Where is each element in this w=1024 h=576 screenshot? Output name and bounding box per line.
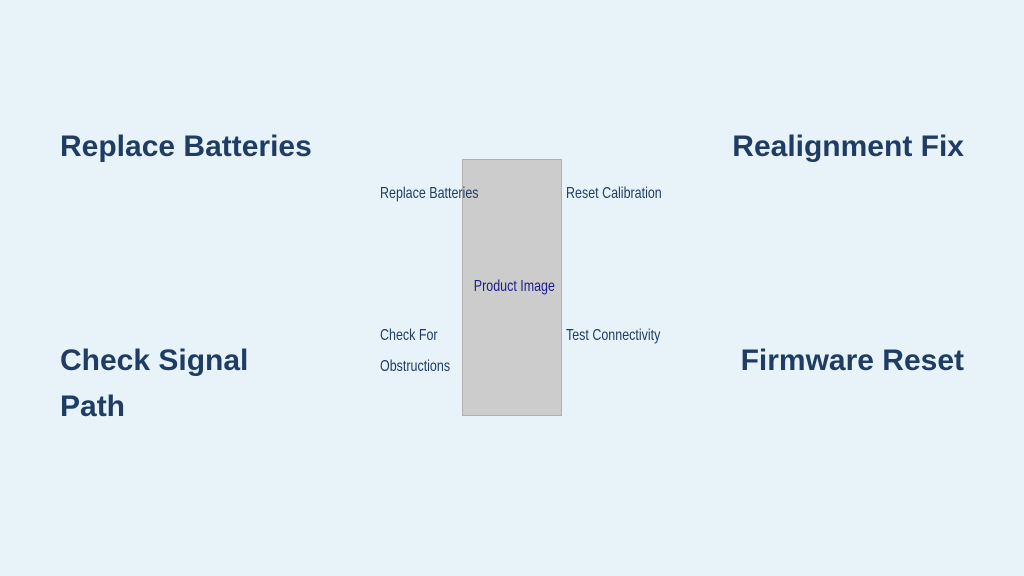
product-image-placeholder: Product Image: [462, 159, 562, 416]
heading-firmware-reset: Firmware Reset: [740, 344, 964, 377]
label-replace-batteries: Replace Batteries: [380, 185, 479, 202]
label-reset-calibration: Reset Calibration: [566, 185, 662, 202]
heading-check-signal-path: Check Signal Path: [60, 344, 249, 423]
product-image-label: Product Image: [473, 278, 555, 295]
label-check-for-obstructions: Check For Obstructions: [380, 327, 451, 375]
heading-replace-batteries: Replace Batteries: [60, 130, 312, 163]
label-test-connectivity: Test Connectivity: [566, 327, 661, 344]
heading-realignment-fix: Realignment Fix: [732, 130, 964, 163]
